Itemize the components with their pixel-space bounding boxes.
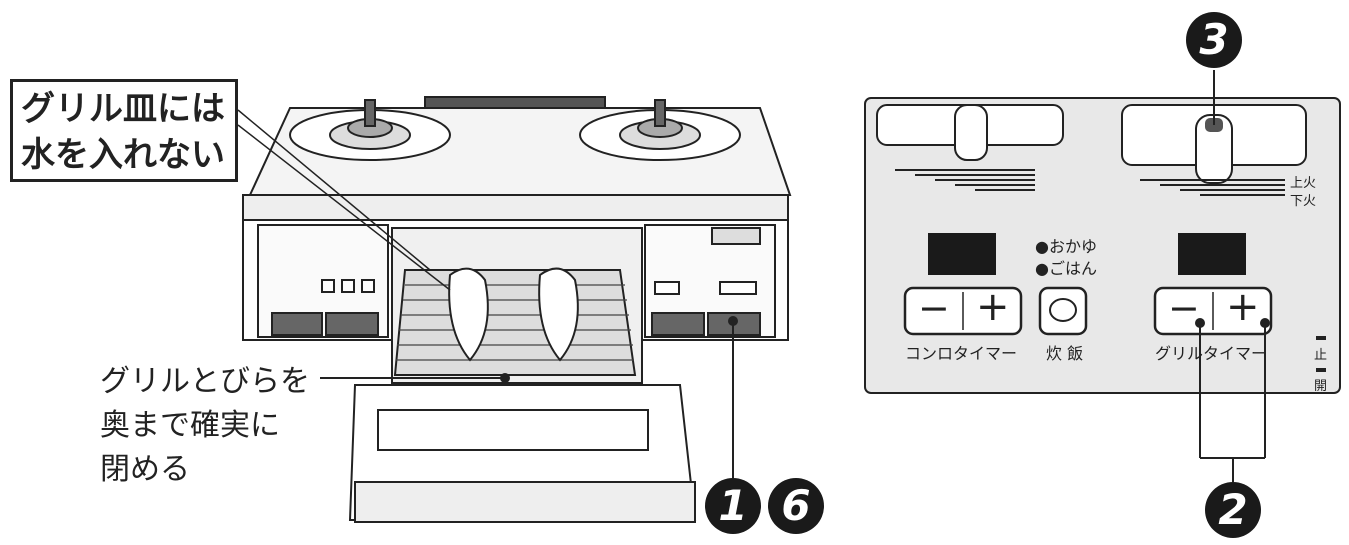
warning-callout: グリル皿には 水を入れない: [10, 79, 238, 182]
left-knob-2: [326, 313, 378, 335]
stove-slider-knob: [955, 105, 987, 160]
step-6-marker: 6: [768, 478, 824, 534]
step-1-marker: 1: [705, 478, 761, 534]
grill-plus-button[interactable]: +: [1226, 284, 1260, 330]
step-2-marker: 2: [1205, 482, 1261, 538]
top-edge: [243, 195, 788, 220]
door-window: [378, 410, 648, 450]
rice-option-rice: ●ごはん: [1035, 255, 1097, 279]
step-3-marker: 3: [1186, 12, 1242, 68]
door-note: グリルとびらを 奥まで確実に 閉める: [100, 360, 310, 492]
door-note-line-2: 奥まで確実に: [100, 404, 310, 448]
stop-label: 止: [1314, 344, 1327, 363]
callout-line-1: グリル皿には: [21, 86, 227, 132]
gas-stove: [243, 97, 790, 522]
callout-line-2: 水を入れない: [21, 132, 227, 178]
rice-button-label: 炊 飯: [1046, 340, 1083, 364]
stove-timer-label: コンロタイマー: [905, 340, 1017, 364]
grill-rack: [395, 270, 635, 375]
stove-minus-button[interactable]: −: [918, 286, 950, 330]
open-label: 開: [1314, 375, 1327, 394]
grill-minus-button[interactable]: −: [1168, 286, 1200, 330]
door-note-line-3: 閉める: [100, 448, 310, 492]
left-knob-1: [272, 313, 322, 335]
door-handle: [355, 482, 695, 522]
lower-fire-label: 下火: [1290, 190, 1316, 209]
grill-timer-label: グリルタイマー: [1155, 340, 1267, 364]
stove-plus-button[interactable]: +: [976, 284, 1010, 330]
right-knob-1: [652, 313, 704, 335]
door-note-line-1: グリルとびらを: [100, 360, 310, 404]
upper-fire-label: 上火: [1290, 172, 1316, 191]
stove-timer-display: [928, 233, 996, 275]
rice-option-porridge: ●おかゆ: [1035, 233, 1097, 257]
grill-timer-display: [1178, 233, 1246, 275]
